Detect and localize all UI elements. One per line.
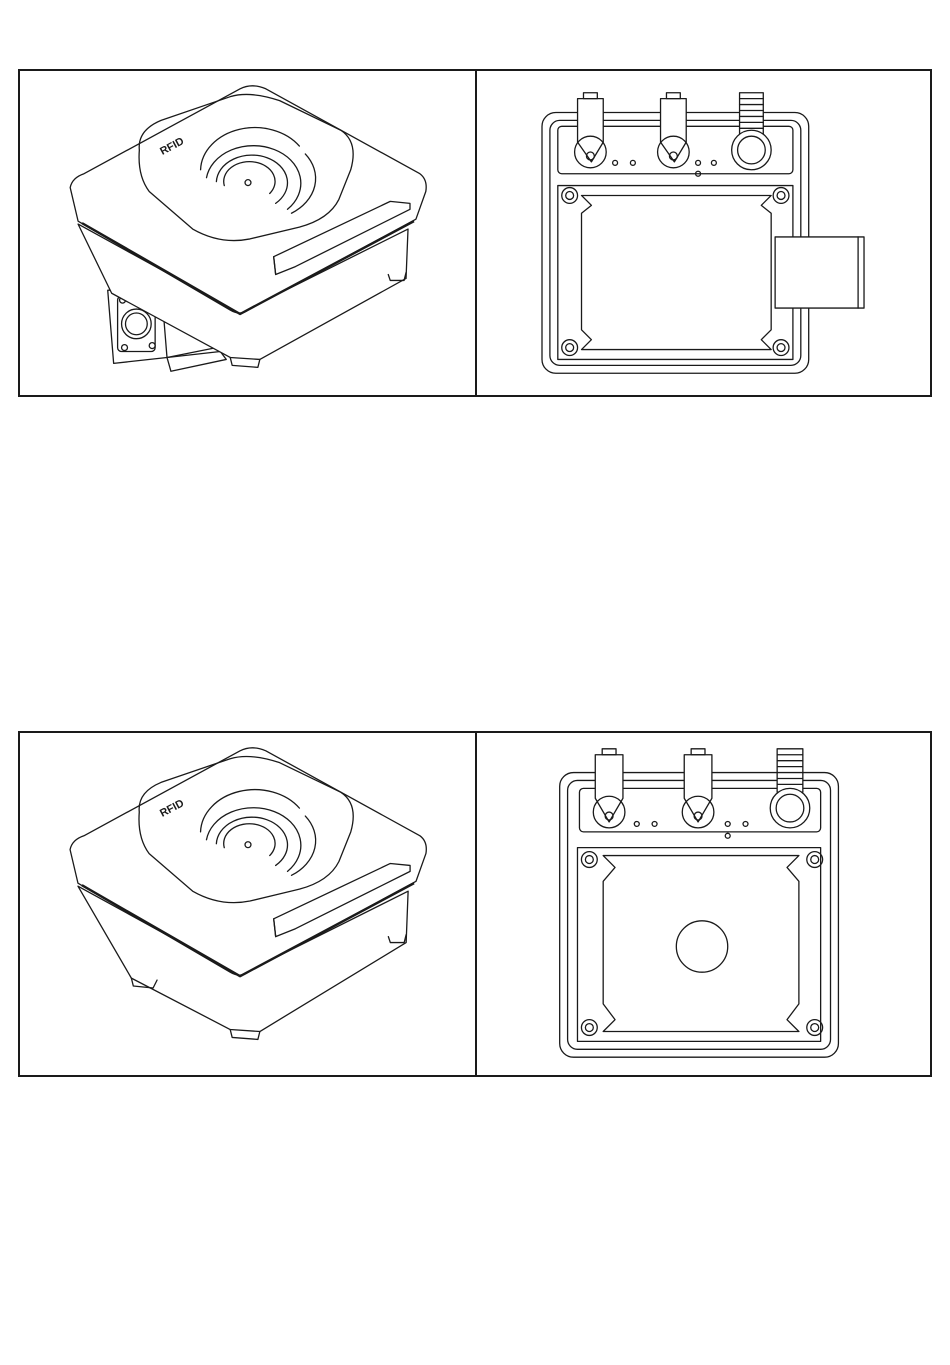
bottom-drawing-plain — [478, 733, 930, 1075]
isometric-view-with-bracket: RFID — [20, 71, 475, 395]
bottom-drawing-with-bracket — [478, 71, 930, 395]
m12-connector-icon — [682, 749, 714, 828]
panel-divider — [475, 71, 477, 395]
isometric-drawing-with-bracket: RFID — [20, 71, 475, 395]
antenna-connector-icon — [732, 93, 772, 170]
mounting-bracket — [775, 237, 864, 308]
screw-icon — [562, 188, 789, 356]
base-plate — [603, 856, 799, 1032]
base-plate — [582, 195, 772, 349]
m12-connector-icon — [593, 749, 625, 828]
panel-divider — [475, 733, 477, 1075]
isometric-view-plain: RFID — [20, 733, 475, 1075]
m12-connector-icon — [575, 93, 607, 168]
screw-icon — [581, 852, 822, 1036]
bottom-view-with-bracket — [478, 71, 930, 395]
figure-row-top: RFID — [18, 69, 932, 397]
m12-connector-icon — [658, 93, 690, 168]
figure-row-bottom: RFID — [18, 731, 932, 1077]
isometric-drawing-plain: RFID — [20, 733, 475, 1075]
center-hole-icon — [676, 921, 727, 972]
bottom-view-plain — [478, 733, 930, 1075]
